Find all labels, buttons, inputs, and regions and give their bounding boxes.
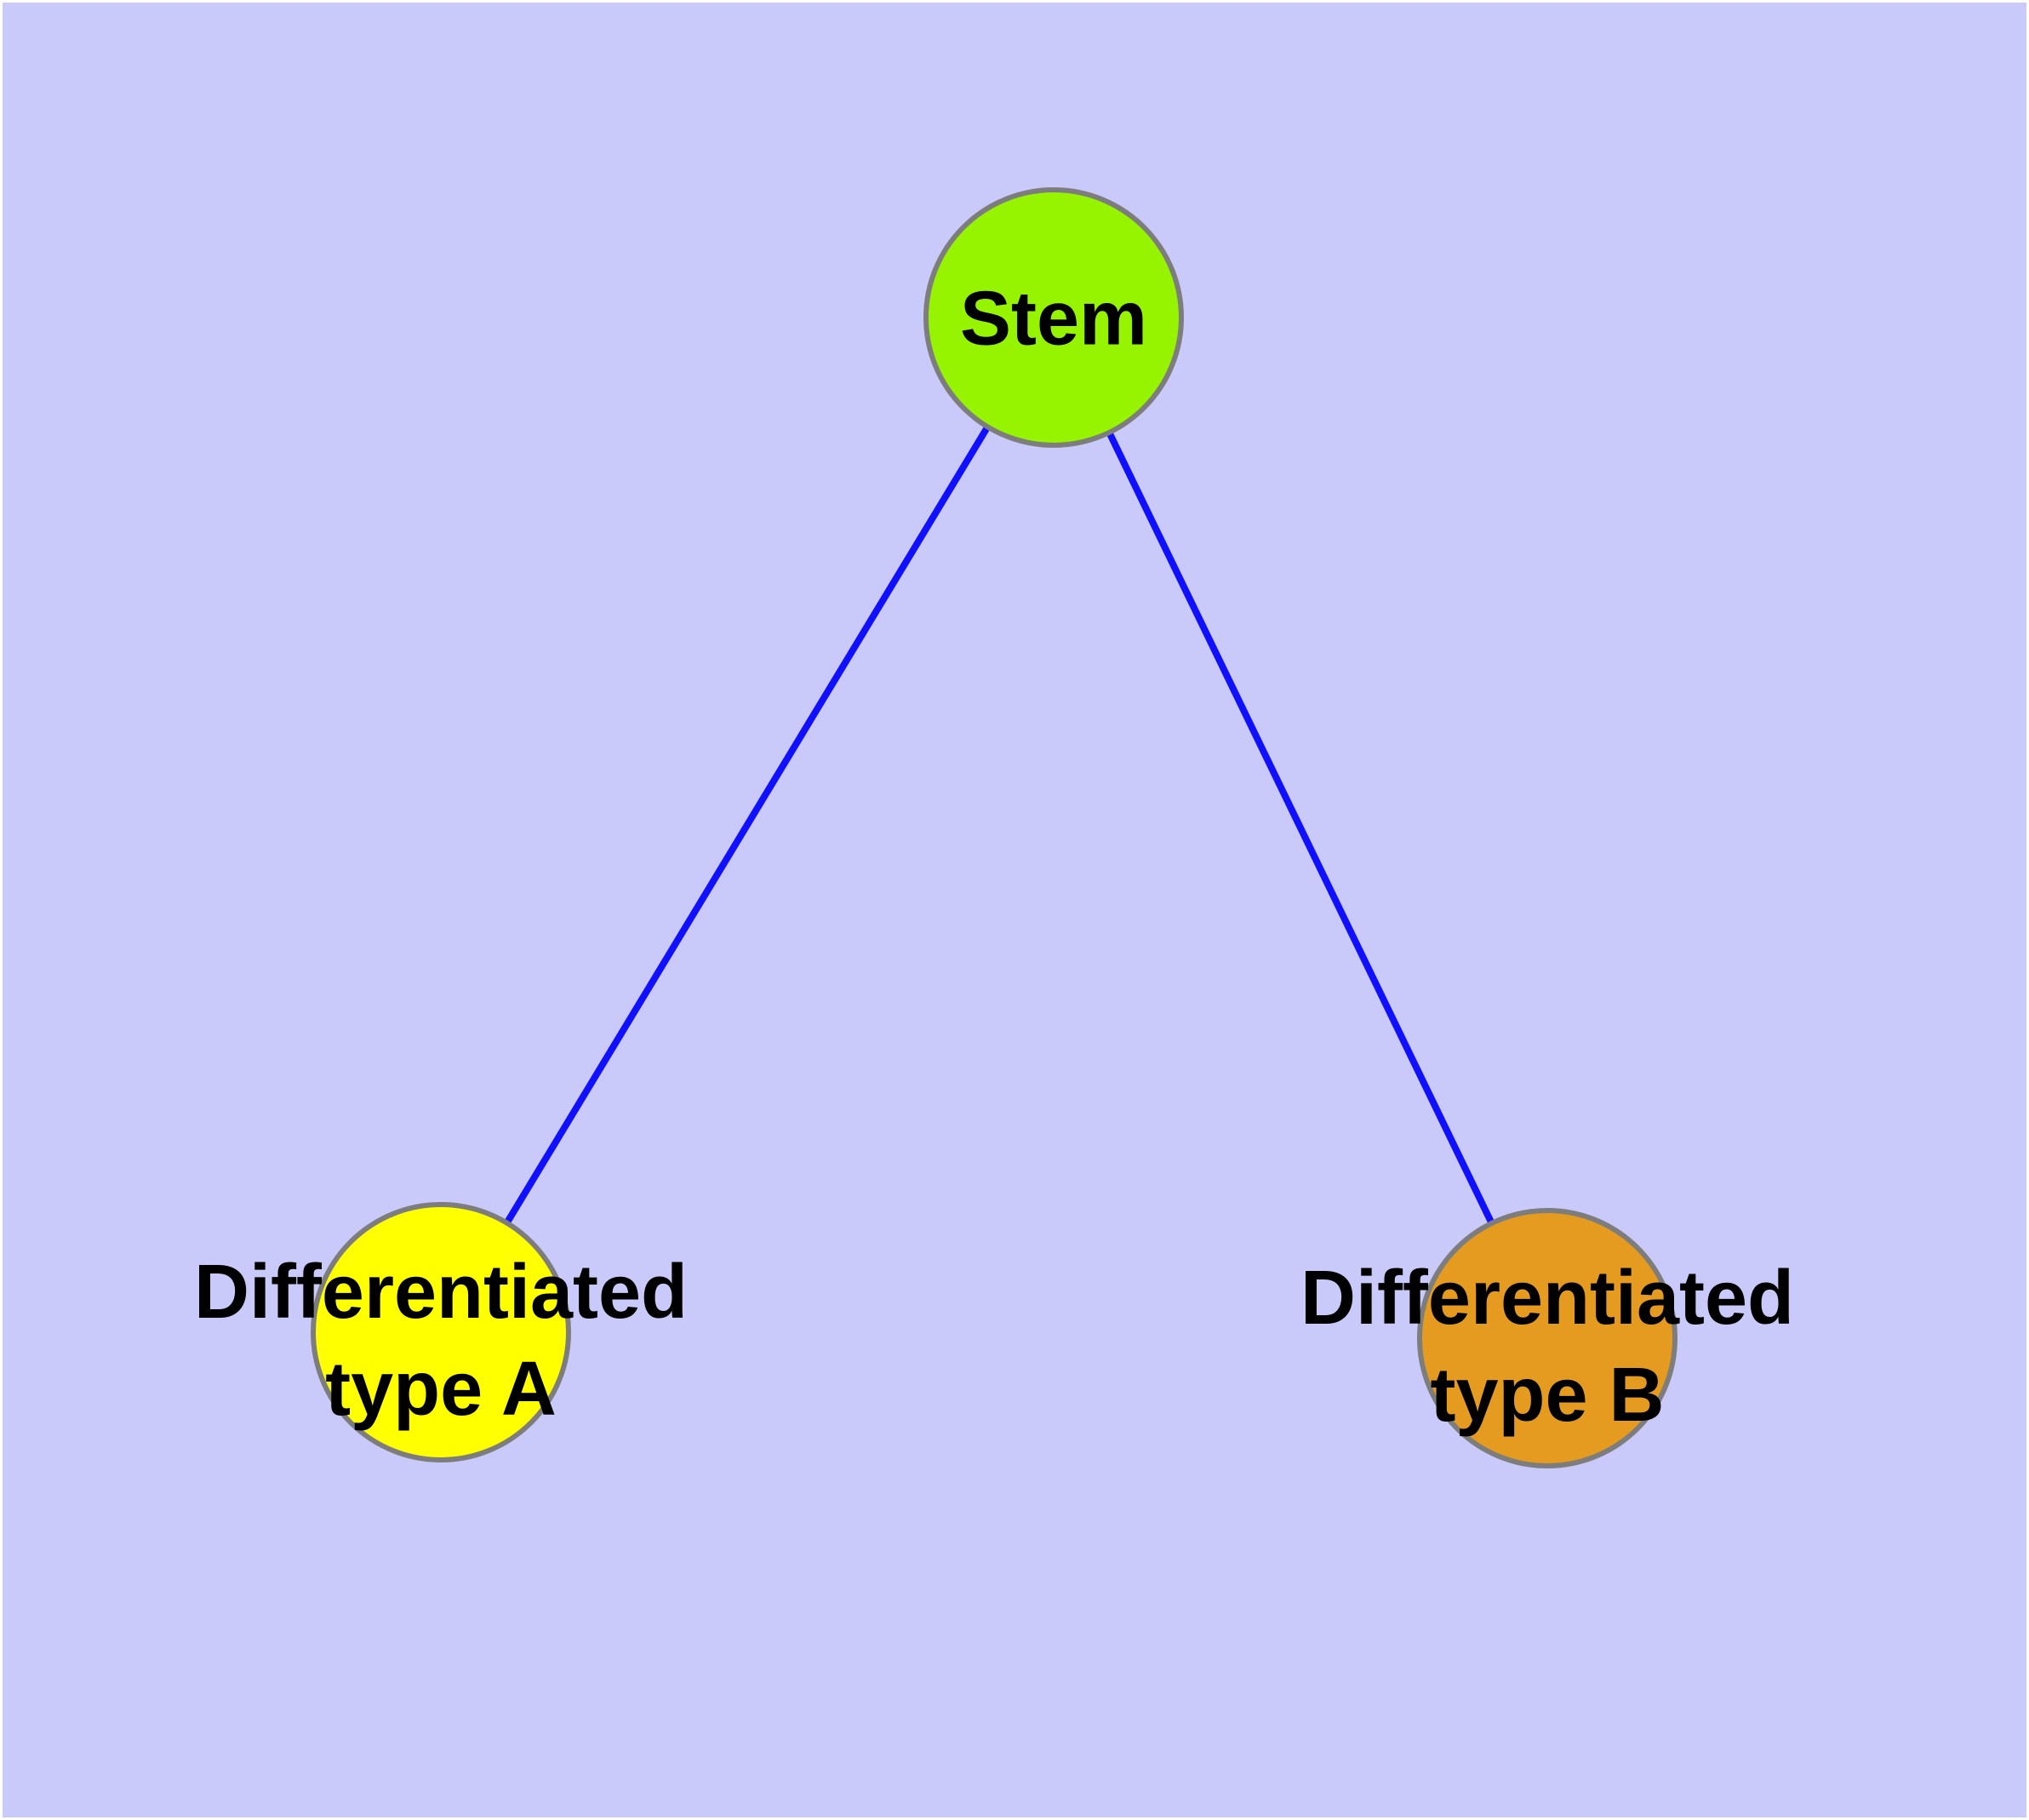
node-type-b-label-line1: Differentiated (1300, 1256, 1794, 1341)
node-type-a-label-line2: type A (325, 1347, 557, 1432)
node-stem (923, 187, 1184, 448)
node-differentiated-type-a (311, 1202, 571, 1462)
edge-stem-to-type-a (437, 315, 1057, 1335)
node-type-b-label-line2: type B (1430, 1353, 1664, 1438)
node-type-b-label: Differentiated type B (1300, 1256, 1794, 1438)
node-type-a-label-line1: Differentiated (194, 1250, 688, 1335)
node-stem-label: Stem (960, 277, 1147, 362)
node-type-a-label: Differentiated type A (194, 1250, 688, 1432)
edge-stem-to-type-b (1050, 316, 1551, 1340)
node-differentiated-type-b (1417, 1208, 1677, 1468)
